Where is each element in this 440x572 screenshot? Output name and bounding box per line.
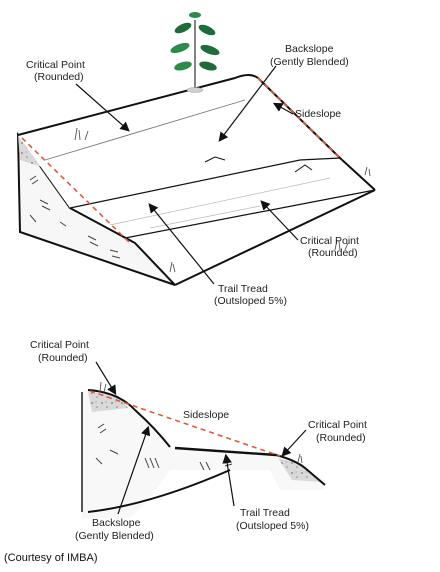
bottom-trail-tread-arrow [222,453,235,507]
bottom-critical-point-left-arrow [95,361,117,396]
bottom-critical-point-right-label: Critical Point [308,419,367,431]
sideslope-dashed-line-top [257,77,343,161]
bottom-critical-point-right-arrow [281,429,307,457]
top-trail-tread-label: Trail Tread [218,283,268,295]
bottom-backslope-sub-label: (Gently Blended) [75,530,154,542]
top-backslope-label: Backslope [285,43,334,55]
top-lower-critical-point-label: Critical Point [300,235,359,247]
bottom-trail-tread-label: Trail Tread [240,507,290,519]
top-backslope-arrow [218,65,277,142]
tread-inner-edge [69,157,341,209]
cross-section-backslope [87,389,171,448]
right-tread-notch [294,164,313,173]
end-face-soil-texture [29,175,121,259]
cross-section-base [87,469,231,513]
top-critical-point-arrow [75,83,130,132]
cross-section-grass [99,381,303,464]
bottom-cross-section: Critical Point (Rounded) Sideslope Criti… [30,339,367,542]
cross-section-ground-fill [82,390,325,518]
top-back-edge [17,74,259,136]
right-bottom-edge [174,189,376,286]
bottom-critical-point-left-label: Critical Point [30,339,89,351]
backslope-crest [44,99,246,161]
bottom-backslope-arrow [117,425,151,515]
lower-critical-point-shade [278,458,322,482]
bottom-trail-tread-sub-label: (Outsloped 5%) [236,520,309,532]
top-block-diagram: Critical Point (Rounded) Backslope (Gent… [16,12,376,307]
tread-notch [204,156,226,163]
tread-front-edge [124,189,376,239]
top-trail-tread-sub-label: (Outsloped 5%) [214,295,287,307]
right-critical-point-shade [130,243,175,285]
figure-caption: (Courtesy of IMBA) [4,552,98,564]
seedling-plant [170,12,220,93]
bottom-backslope-label: Backslope [92,517,141,529]
sideslope-dashed-line-end [21,137,131,244]
top-backslope-sub-label: (Gently Blended) [270,56,349,68]
grass-tufts [74,127,371,273]
top-lower-critical-point-arrow [260,200,299,241]
cross-section-sideslope-dashed [89,390,281,457]
top-trail-tread-arrow [148,203,215,285]
cross-section-tread [174,446,277,457]
top-lower-critical-point-sub-label: (Rounded) [308,247,358,259]
tread-texture-line [149,205,261,229]
top-sideslope-label: Sideslope [295,108,341,120]
bottom-critical-point-right-sub-label: (Rounded) [316,432,366,444]
top-critical-point-sub-label: (Rounded) [34,71,84,83]
top-critical-point-label: Critical Point [26,59,85,71]
bottom-sideslope-label: Sideslope [183,409,229,421]
bottom-critical-point-left-sub-label: (Rounded) [38,352,88,364]
top-sideslope-arrow [272,102,294,115]
cross-section-soil-texture [95,423,233,471]
upper-slope-surface [18,75,340,208]
tread-texture-line [109,177,331,226]
